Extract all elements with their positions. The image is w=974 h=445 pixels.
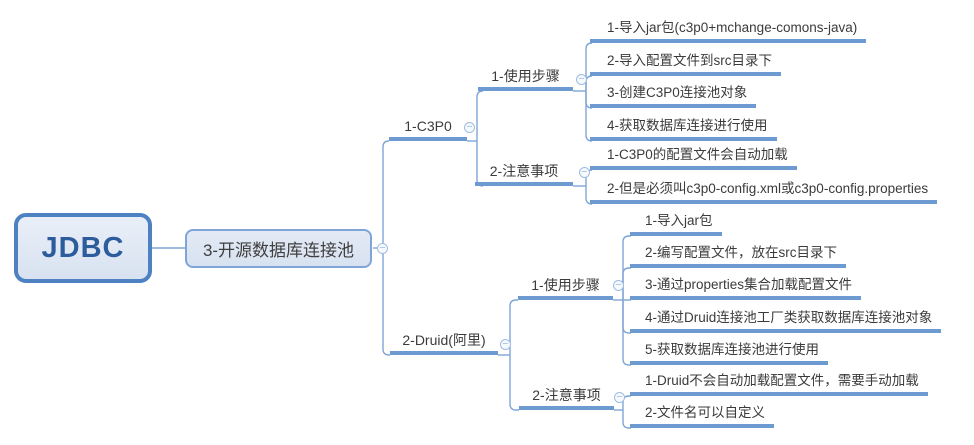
collapse-icon-c3p0[interactable]: −: [464, 122, 475, 133]
collapse-icon-druid-notes[interactable]: −: [614, 392, 625, 403]
leaf-c3p0-step-1[interactable]: 1-导入jar包(c3p0+mchange-comons-java): [590, 18, 867, 43]
collapse-icon-druid[interactable]: −: [500, 339, 511, 350]
node-c3p0[interactable]: 1-C3P0: [389, 116, 467, 141]
leaf-druid-note-2[interactable]: 2-文件名可以自定义: [630, 403, 775, 428]
leaf-druid-step-4[interactable]: 4-通过Druid连接池工厂类获取数据库连接池对象: [630, 308, 942, 333]
collapse-icon-topic[interactable]: −: [377, 243, 388, 254]
node-c3p0-steps[interactable]: 1-使用步骤: [478, 66, 573, 91]
node-druid-notes[interactable]: 2-注意事项: [519, 385, 614, 410]
topic-open-source-pool[interactable]: 3-开源数据库连接池: [185, 229, 372, 268]
leaf-c3p0-note-1[interactable]: 1-C3P0的配置文件会自动加载: [590, 145, 797, 170]
leaf-druid-note-1[interactable]: 1-Druid不会自动加载配置文件，需要手动加载: [630, 371, 928, 396]
node-druid-steps[interactable]: 1-使用步骤: [518, 275, 613, 300]
leaf-c3p0-step-4[interactable]: 4-获取数据库连接进行使用: [590, 116, 777, 141]
node-druid[interactable]: 2-Druid(阿里): [390, 330, 498, 355]
leaf-druid-step-3[interactable]: 3-通过properties集合加载配置文件: [630, 275, 862, 300]
leaf-c3p0-step-2[interactable]: 2-导入配置文件到src目录下: [590, 51, 781, 76]
collapse-icon-druid-steps[interactable]: −: [613, 280, 624, 291]
leaf-c3p0-step-3[interactable]: 3-创建C3P0连接池对象: [590, 83, 757, 108]
leaf-druid-step-5[interactable]: 5-获取数据库连接池进行使用: [630, 340, 829, 365]
collapse-icon-c3p0-steps[interactable]: −: [576, 74, 587, 85]
root-topic-jdbc[interactable]: JDBC: [14, 213, 152, 283]
leaf-druid-step-1[interactable]: 1-导入jar包: [630, 211, 722, 236]
node-c3p0-notes[interactable]: 2-注意事项: [475, 161, 573, 186]
collapse-icon-c3p0-notes[interactable]: −: [579, 167, 590, 178]
leaf-druid-step-2[interactable]: 2-编写配置文件，放在src目录下: [630, 243, 846, 268]
leaf-c3p0-note-2[interactable]: 2-但是必须叫c3p0-config.xml或c3p0-config.prope…: [590, 179, 938, 204]
